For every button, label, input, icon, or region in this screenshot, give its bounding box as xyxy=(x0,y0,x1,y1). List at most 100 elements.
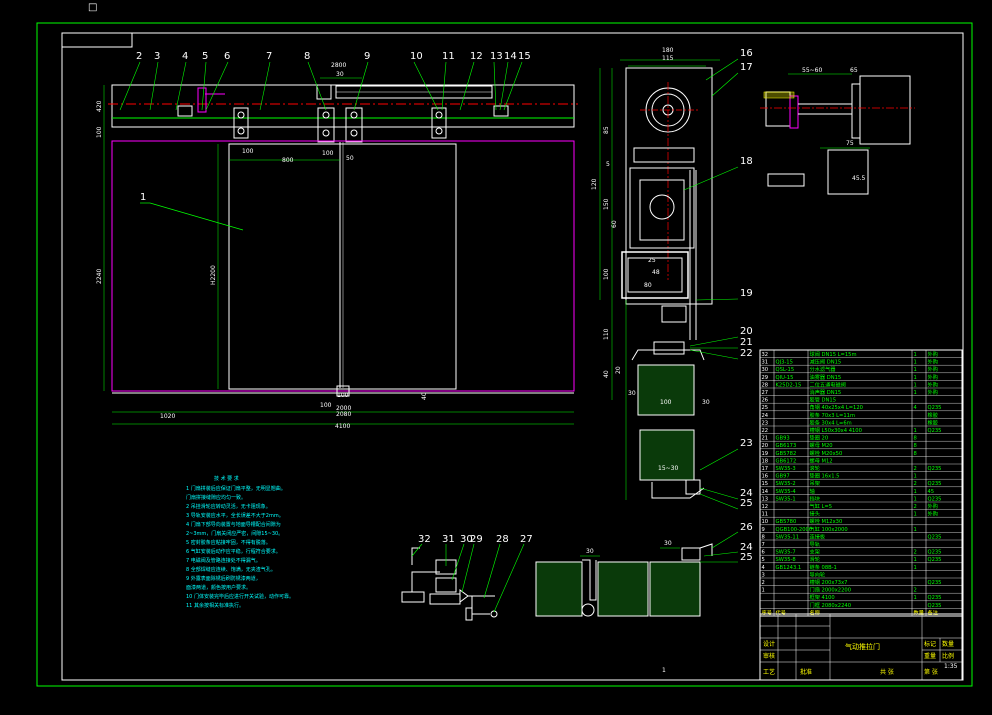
technical-notes: 技 术 要 求 1 门扇拼装后应保证门扇平整，无明显翘曲。 门扇拼接缝隙应均匀一… xyxy=(186,475,294,609)
bom-cell-qty: 1 xyxy=(914,382,917,388)
balloon-8: 8 xyxy=(304,51,310,62)
bom-cell-code: GB6172 xyxy=(776,458,797,464)
dim-40-sec: 40 xyxy=(603,370,610,378)
bom-cell-no: 32 xyxy=(762,352,769,358)
balloon-11: 11 xyxy=(442,51,455,62)
bom-cell-name: 吊架 xyxy=(810,480,820,487)
detail-flange xyxy=(789,95,799,129)
leader-6 xyxy=(205,61,229,111)
dim-150: 150 xyxy=(603,198,610,210)
hanger-left xyxy=(233,107,249,139)
bom-header-qty: 数量 xyxy=(914,608,924,616)
bom-cell-note: 45 xyxy=(928,489,935,495)
tb-scale-label: 比例 xyxy=(942,652,954,660)
bom-cell-code: GB6173 xyxy=(776,443,797,449)
pneu-balloon-32: 32 xyxy=(418,534,431,545)
joint-balloon-25: 25 xyxy=(740,552,753,563)
note-line-4: 3 导轨安装应水平，全长误差不大于2mm。 xyxy=(186,512,284,519)
bom-cell-name: 导向轮 xyxy=(810,570,826,578)
joint-dim-30b: 30 xyxy=(664,540,672,547)
bom-cell-name: 螺母 M12 xyxy=(810,456,833,464)
dim-4100: 4100 xyxy=(335,423,350,430)
note-line-11: 9 外露表面除锈后刷防锈漆两道， xyxy=(186,575,261,582)
leader-13 xyxy=(493,61,497,111)
bom-cell-qty: 1 xyxy=(914,375,917,381)
pneu-leader-27 xyxy=(493,543,525,613)
balloon-13: 13 xyxy=(490,51,503,62)
bom-cell-name: 气缸 100x2000 xyxy=(810,525,848,533)
pneu-valve-2 xyxy=(435,577,457,593)
roller-carriage xyxy=(629,167,695,249)
bom-cell-qty: 2 xyxy=(914,466,917,472)
dim-100-b: 100 xyxy=(322,150,334,157)
note-line-6: 2~3mm，门扇关闭应严密，间隙15~30。 xyxy=(186,530,283,537)
bom-cell-name: 框架 4100 xyxy=(810,593,835,601)
bom-cell-qty: 4 xyxy=(914,405,918,411)
dim-180: 180 xyxy=(662,47,674,54)
dim-420: 420 xyxy=(96,100,103,112)
pneu-source xyxy=(490,610,498,618)
dim-40: 40 xyxy=(421,392,428,400)
leader-15 xyxy=(503,61,523,111)
leader-7 xyxy=(259,61,271,111)
balloon-12: 12 xyxy=(470,51,483,62)
leader-1 xyxy=(149,202,244,231)
tb-sheet-no: 第 张 xyxy=(924,668,938,676)
dim-75: 75 xyxy=(846,140,854,147)
bom-cell-qty: 1 xyxy=(914,565,917,571)
bom-cell-name: 链条 08B-1 xyxy=(810,563,837,571)
bom-cell-code: K25D2-15 xyxy=(776,382,802,388)
bom-cell-no: 15 xyxy=(762,481,769,487)
bom-cell-note: 外购 xyxy=(928,350,938,358)
rail-box-inner xyxy=(627,257,683,293)
section-balloon-17: 17 xyxy=(740,62,753,73)
bom-cell-name: 胶条 30x4 L=6m xyxy=(810,418,852,426)
bom-cell-qty: 8 xyxy=(914,436,917,442)
detail-lower-block xyxy=(827,149,869,195)
bom-cell-code: GB93 xyxy=(776,436,790,442)
bom-cell-no: 19 xyxy=(762,451,769,457)
bom-cell-name: 槽钢 L50x30x4 4100 xyxy=(810,426,862,434)
bom-cell-code: QGB100-2000 xyxy=(776,527,813,533)
dim-2240: 2240 xyxy=(96,269,103,284)
notes-title: 技 术 要 求 xyxy=(214,475,239,482)
notes-lines: 1 门扇拼装后应保证门扇平整，无明显翘曲。 门扇拼接缝隙应均匀一致。2 吊挂滑轮… xyxy=(186,485,294,609)
bom-cell-name: 油雾器 DN15 xyxy=(810,373,842,381)
bom-cell-no: 26 xyxy=(762,398,769,404)
bom-cell-qty: 2 xyxy=(914,504,917,510)
pneu-balloon-27: 27 xyxy=(520,534,533,545)
bom-cell-code: QIU-15 xyxy=(776,375,794,381)
door-panel-section-top xyxy=(637,364,695,416)
note-line-3: 2 吊挂滑轮应转动灵活，无卡阻现象。 xyxy=(186,503,271,510)
bom-cell-code: SW35-7 xyxy=(776,550,796,556)
tb-weight: 重量 xyxy=(924,652,936,660)
dim-2080: 2080 xyxy=(336,411,351,418)
note-line-10: 8 全部焊缝应连续、饱满，无夹渣气孔。 xyxy=(186,566,276,573)
floor-guide xyxy=(336,385,350,397)
detail-rack xyxy=(767,173,805,187)
floor-angle xyxy=(685,479,701,495)
bom-cell-no: 25 xyxy=(762,405,769,411)
balloon-2: 2 xyxy=(136,51,142,62)
bom-cell-qty: 1 xyxy=(914,496,917,502)
dim-1020: 1020 xyxy=(160,413,175,420)
stop-block-left xyxy=(177,105,193,117)
bom-cell-note: Q235 xyxy=(928,496,942,502)
carriage-roller xyxy=(649,194,675,220)
dim-100: 100 xyxy=(603,268,610,280)
roller-carriage-inner xyxy=(639,179,685,241)
balloon-10: 10 xyxy=(410,51,423,62)
